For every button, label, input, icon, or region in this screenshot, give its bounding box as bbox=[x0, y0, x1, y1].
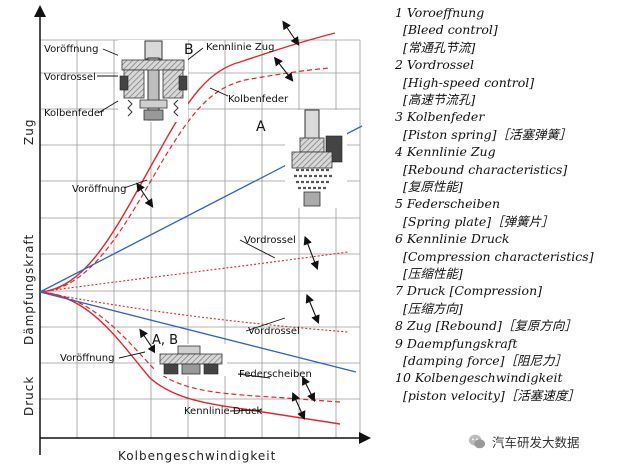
legend-line: 2 Vordrossel bbox=[395, 57, 475, 73]
label-vordrossel-mid: Vordrossel bbox=[244, 235, 296, 246]
legend-line: [Rebound characteristics] bbox=[395, 161, 568, 177]
legend-line: 7 Druck [Compression] bbox=[395, 283, 542, 299]
label-vooeffnung-low: Voröffnung bbox=[60, 353, 114, 364]
legend-line: 10 Kolbengeschwindigkeit bbox=[395, 370, 563, 386]
legend-line: 9 Daempfungskraft bbox=[395, 335, 518, 351]
compression-dotted-curve bbox=[39, 291, 349, 333]
damper-valve-ab-illustration bbox=[155, 344, 227, 376]
label-kennlinie-druck: Kennlinie Druck bbox=[184, 406, 263, 417]
rebound-dashed-curve bbox=[39, 67, 331, 293]
axis-label-x: Kolbengeschwindigkeit bbox=[118, 449, 276, 463]
legend-line: [高速节流孔] bbox=[395, 92, 476, 107]
axis-label-druck: Druck bbox=[22, 376, 36, 416]
watermark: 汽车研发大数据 bbox=[468, 432, 580, 451]
watermark-text: 汽车研发大数据 bbox=[492, 435, 580, 450]
diagram-labels: Voröffnung Vordrossel Kolbenfeder Kennli… bbox=[22, 42, 312, 463]
compression-dashed-curve bbox=[39, 291, 341, 403]
axes bbox=[34, 5, 371, 455]
rebound-dotted-curve bbox=[39, 251, 349, 293]
axis-label-zug: Zug bbox=[22, 119, 36, 145]
label-a: A bbox=[256, 119, 266, 135]
label-pointers bbox=[97, 47, 286, 412]
legend-line: 8 Zug [Rebound]［复原方向］ bbox=[395, 318, 577, 334]
adjustment-arrows bbox=[136, 20, 320, 421]
label-kolbenfeder-left: Kolbenfeder bbox=[44, 108, 105, 119]
damper-valve-b-illustration bbox=[118, 40, 188, 122]
legend-line: [High-speed control] bbox=[395, 74, 535, 90]
label-vordrossel-top: Vordrossel bbox=[44, 72, 96, 83]
legend-line: [Compression characteristics] bbox=[395, 248, 594, 264]
label-b: B bbox=[184, 42, 194, 58]
legend-line: 4 Kennlinie Zug bbox=[395, 144, 496, 160]
legend-line: [Piston spring]［活塞弹簧］ bbox=[395, 126, 572, 142]
legend-line: 5 Federscheiben bbox=[395, 196, 500, 212]
legend-line: 6 Kennlinie Druck bbox=[395, 231, 510, 247]
legend-line: [常通孔节流] bbox=[395, 39, 476, 55]
label-kolbenfeder-right: Kolbenfeder bbox=[228, 94, 289, 105]
legend-line: [压缩方向] bbox=[395, 300, 463, 316]
label-vordrossel-low: Vordrossel bbox=[248, 326, 300, 337]
label-federscheiben: Federscheiben bbox=[239, 369, 312, 380]
compression-linear-line bbox=[39, 291, 357, 373]
label-kennlinie-zug: Kennlinie Zug bbox=[206, 42, 274, 53]
legend-line: [复原性能] bbox=[395, 179, 463, 194]
grid-lines bbox=[39, 39, 361, 439]
label-vooeffnung-top: Voröffnung bbox=[44, 44, 98, 55]
legend-line: [压缩性能] bbox=[395, 266, 463, 281]
legend-line: [Spring plate]［弹簧片］ bbox=[395, 213, 554, 229]
legend-line: 1 Voroeffnung bbox=[395, 5, 485, 20]
damper-valve-a-illustration bbox=[285, 109, 347, 208]
legend-line: [piston velocity]［活塞速度］ bbox=[395, 387, 580, 403]
legend-line: [damping force]［阻尼力］ bbox=[395, 353, 568, 368]
legend-line: [Bleed control] bbox=[395, 22, 498, 38]
label-ab: A, B bbox=[152, 333, 178, 348]
legend-line: 3 Kolbenfeder bbox=[395, 109, 485, 125]
axis-label-daempfungskraft: Dämpfungskraft bbox=[22, 234, 36, 345]
wechat-icon bbox=[468, 434, 486, 448]
label-vooeffnung-mid: Voröffnung bbox=[72, 184, 126, 195]
